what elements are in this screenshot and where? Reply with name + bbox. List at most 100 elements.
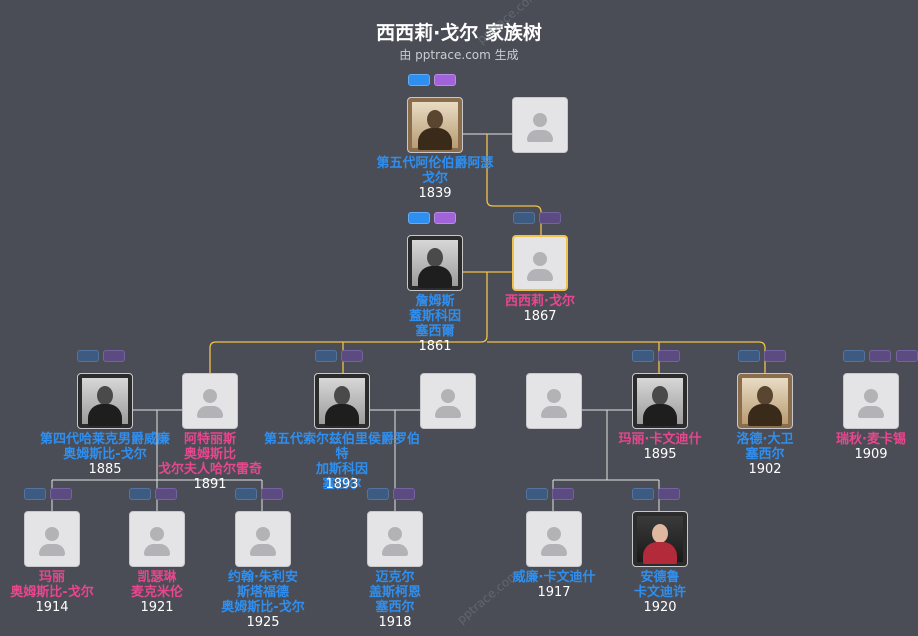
expand-mother-toggle[interactable]	[869, 350, 891, 362]
person-name[interactable]: 第四代哈莱克男爵威廉奥姆斯比-戈尔	[25, 432, 185, 462]
expand-father-toggle[interactable]	[408, 212, 430, 224]
person-name[interactable]: 瑞秋·麦卡锡	[791, 432, 918, 447]
person-birth-year: 1839	[418, 186, 452, 201]
person-card-arthur[interactable]	[407, 97, 463, 153]
person-card-mary-cavendish[interactable]	[632, 373, 688, 429]
person-card-kathleen[interactable]	[129, 511, 185, 567]
person-name-line: 蓋斯科因	[408, 309, 461, 324]
person-name-line: 奥姆斯比-戈尔	[10, 585, 94, 600]
expand-father-toggle[interactable]	[367, 488, 389, 500]
person-name-line: 洛德·大卫	[736, 432, 794, 447]
expand-father-toggle[interactable]	[632, 488, 654, 500]
person-name[interactable]: 安德鲁卡文迪许	[580, 570, 740, 600]
person-card-mary-og[interactable]	[24, 511, 80, 567]
person-name-line: 塞西尔	[322, 477, 362, 492]
person-name-line: 凯瑟琳	[137, 570, 177, 585]
person-name-line: 麦克米伦	[130, 585, 183, 600]
person-name[interactable]: 迈克尔盖斯柯恩塞西尔	[315, 570, 475, 615]
person-name[interactable]: 洛德·大卫塞西尔	[685, 432, 845, 462]
person-placeholder-icon	[421, 374, 475, 428]
expand-mother-toggle[interactable]	[539, 212, 561, 224]
person-name-line: 玛丽·卡文迪什	[618, 432, 702, 447]
person-birth-year: 1895	[643, 447, 677, 462]
person-name[interactable]: 威廉·卡文迪什	[474, 570, 634, 585]
person-placeholder-icon	[183, 374, 237, 428]
person-name[interactable]: 第五代索尔兹伯里侯爵罗伯特加斯科因塞西尔	[262, 432, 422, 492]
expand-mother-toggle[interactable]	[434, 212, 456, 224]
person-card-andrew[interactable]	[632, 511, 688, 567]
expand-father-toggle[interactable]	[738, 350, 760, 362]
person-placeholder-icon	[527, 512, 581, 566]
person-card-william[interactable]	[526, 511, 582, 567]
person-name[interactable]: 第五代阿伦伯爵阿瑟戈尔	[355, 156, 515, 186]
expand-father-toggle[interactable]	[129, 488, 151, 500]
expand-father-toggle[interactable]	[77, 350, 99, 362]
expand-father-toggle[interactable]	[24, 488, 46, 500]
person-name-line: 塞西尔	[375, 600, 415, 615]
person-birth-year: 1893	[325, 477, 359, 492]
expand-mother-toggle[interactable]	[261, 488, 283, 500]
person-name[interactable]: 詹姆斯蓋斯科因塞西爾	[355, 294, 515, 339]
person-name[interactable]: 玛丽奥姆斯比-戈尔	[0, 570, 132, 600]
person-card-rachel[interactable]	[843, 373, 899, 429]
person-placeholder-icon	[130, 512, 184, 566]
person-birth-year: 1920	[643, 600, 677, 615]
expand-father-toggle[interactable]	[235, 488, 257, 500]
person-photo	[738, 374, 792, 428]
expand-father-toggle[interactable]	[315, 350, 337, 362]
person-birth-year: 1909	[854, 447, 888, 462]
person-birth-year: 1918	[378, 615, 412, 630]
expand-mother-toggle[interactable]	[155, 488, 177, 500]
person-card-lord-harlech[interactable]	[77, 373, 133, 429]
person-card-robert[interactable]	[314, 373, 370, 429]
person-name[interactable]: 凯瑟琳麦克米伦	[77, 570, 237, 600]
expand-father-toggle[interactable]	[408, 74, 430, 86]
person-name-line: 奥姆斯比-戈尔	[221, 600, 305, 615]
person-card-david[interactable]	[737, 373, 793, 429]
person-name-line: 戈尔夫人哈尔雷奇	[157, 462, 262, 477]
person-card-arthur-spouse[interactable]	[512, 97, 568, 153]
person-card-cecily[interactable]	[512, 235, 568, 291]
expand-father-toggle[interactable]	[632, 350, 654, 362]
person-name-line: 卡文迪许	[633, 585, 686, 600]
expand-mother-toggle[interactable]	[341, 350, 363, 362]
expand-mother-toggle[interactable]	[658, 488, 680, 500]
person-birth-year: 1861	[418, 339, 452, 354]
person-name[interactable]: 玛丽·卡文迪什	[580, 432, 740, 447]
expand-mother-toggle[interactable]	[103, 350, 125, 362]
person-photo	[408, 98, 462, 152]
person-card-john[interactable]	[235, 511, 291, 567]
expand-mother-toggle[interactable]	[658, 350, 680, 362]
person-photo	[78, 374, 132, 428]
person-name-line: 盖斯柯恩	[368, 585, 421, 600]
person-card-robert-spouse[interactable]	[420, 373, 476, 429]
expand-mother-toggle[interactable]	[764, 350, 786, 362]
person-birth-year: 1902	[748, 462, 782, 477]
expand-mother-toggle[interactable]	[896, 350, 918, 362]
person-photo	[408, 236, 462, 290]
expand-mother-toggle[interactable]	[434, 74, 456, 86]
person-name-line: 第五代索尔兹伯里侯爵罗伯特	[263, 432, 420, 462]
person-name-line: 第四代哈莱克男爵威廉	[39, 432, 170, 447]
person-birth-year: 1885	[88, 462, 122, 477]
expand-father-toggle[interactable]	[526, 488, 548, 500]
person-name[interactable]: 阿特丽斯奥姆斯比戈尔夫人哈尔雷奇	[130, 432, 290, 477]
person-name[interactable]: 西西莉·戈尔	[460, 294, 620, 309]
person-birth-year: 1867	[523, 309, 557, 324]
person-birth-year: 1925	[246, 615, 280, 630]
expand-mother-toggle[interactable]	[393, 488, 415, 500]
expand-father-toggle[interactable]	[843, 350, 865, 362]
expand-mother-toggle[interactable]	[50, 488, 72, 500]
person-card-james[interactable]	[407, 235, 463, 291]
person-card-mary-spouse[interactable]	[526, 373, 582, 429]
expand-father-toggle[interactable]	[513, 212, 535, 224]
person-placeholder-icon	[527, 374, 581, 428]
person-name[interactable]: 约翰·朱利安斯塔福德奥姆斯比-戈尔	[183, 570, 343, 615]
person-card-beatrice[interactable]	[182, 373, 238, 429]
person-name-line: 斯塔福德	[236, 585, 289, 600]
expand-mother-toggle[interactable]	[552, 488, 574, 500]
person-name-line: 威廉·卡文迪什	[512, 570, 596, 585]
page-subtitle: 由 pptrace.com 生成	[399, 48, 519, 62]
person-card-michael[interactable]	[367, 511, 423, 567]
person-name-line: 奥姆斯比	[183, 447, 236, 462]
